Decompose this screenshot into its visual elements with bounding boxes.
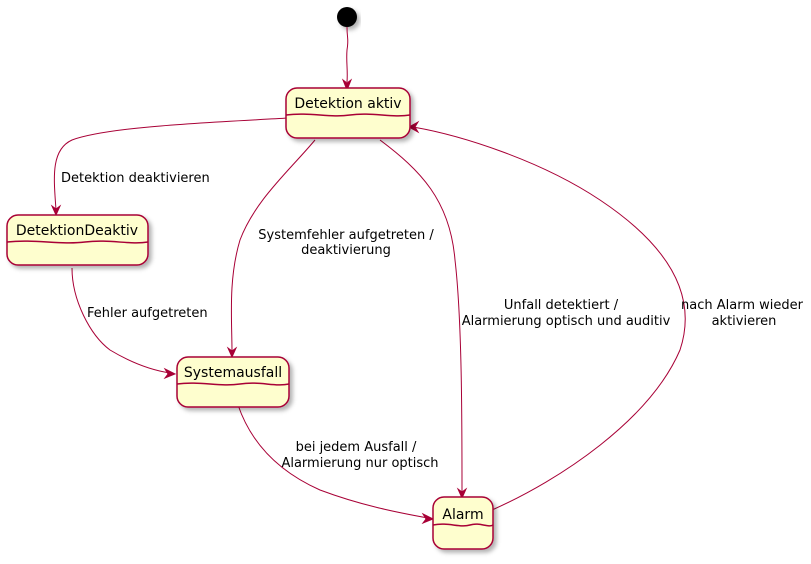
transition-label-reaktivieren-line2: aktivieren <box>712 314 777 329</box>
arrowhead-alarm-top <box>456 487 468 500</box>
arrowhead-deaktiv-top <box>50 204 62 217</box>
transition-label-systemfehler-line1: Systemfehler aufgetreten / <box>258 228 434 243</box>
transition-label-systemfehler-line2: deaktivierung <box>301 243 391 258</box>
arrowhead-detektion-aktiv-right <box>407 120 420 134</box>
edge-deaktiv-to-systemausfall <box>71 267 171 374</box>
arrowhead-systemausfall-left <box>163 367 177 380</box>
state-alarm: Alarm <box>432 496 494 550</box>
transition-label-ausfall-line2: Alarmierung nur optisch <box>281 456 438 471</box>
state-detektion-aktiv: Detektion aktiv <box>285 87 411 139</box>
arrowhead-alarm-left <box>421 512 435 525</box>
state-label-detektion-deaktiv: DetektionDeaktiv <box>16 223 138 239</box>
initial-state <box>337 7 357 27</box>
state-systemausfall: Systemausfall <box>176 356 290 408</box>
transition-label-ausfall-line1: bei jedem Ausfall / <box>296 440 417 455</box>
edge-initial-to-detektion-aktiv <box>346 26 349 83</box>
transition-label-unfall-line1: Unfall detektiert / <box>504 298 619 313</box>
state-detektion-deaktiv: DetektionDeaktiv <box>6 214 149 266</box>
state-label-systemausfall: Systemausfall <box>184 365 282 381</box>
transition-label-unfall-line2: Alarmierung optisch und auditiv <box>462 314 671 329</box>
state-label-alarm: Alarm <box>442 507 483 523</box>
arrowhead-systemausfall-top <box>226 346 238 359</box>
transition-label-reaktivieren-line1: nach Alarm wieder <box>681 298 804 313</box>
edge-systemausfall-to-alarm <box>237 404 429 519</box>
transition-label-fehler: Fehler aufgetreten <box>87 306 208 321</box>
edge-detektion-aktiv-to-deaktiv <box>53 117 289 211</box>
arrowhead-detektion-aktiv-top <box>341 78 353 92</box>
state-label-detektion-aktiv: Detektion aktiv <box>294 96 401 112</box>
edge-alarm-to-detektion-aktiv <box>412 126 686 511</box>
edge-detektion-aktiv-to-alarm <box>379 139 463 493</box>
edge-detektion-aktiv-to-systemausfall <box>230 139 316 353</box>
transition-label-deaktivieren: Detektion deaktivieren <box>61 171 210 186</box>
